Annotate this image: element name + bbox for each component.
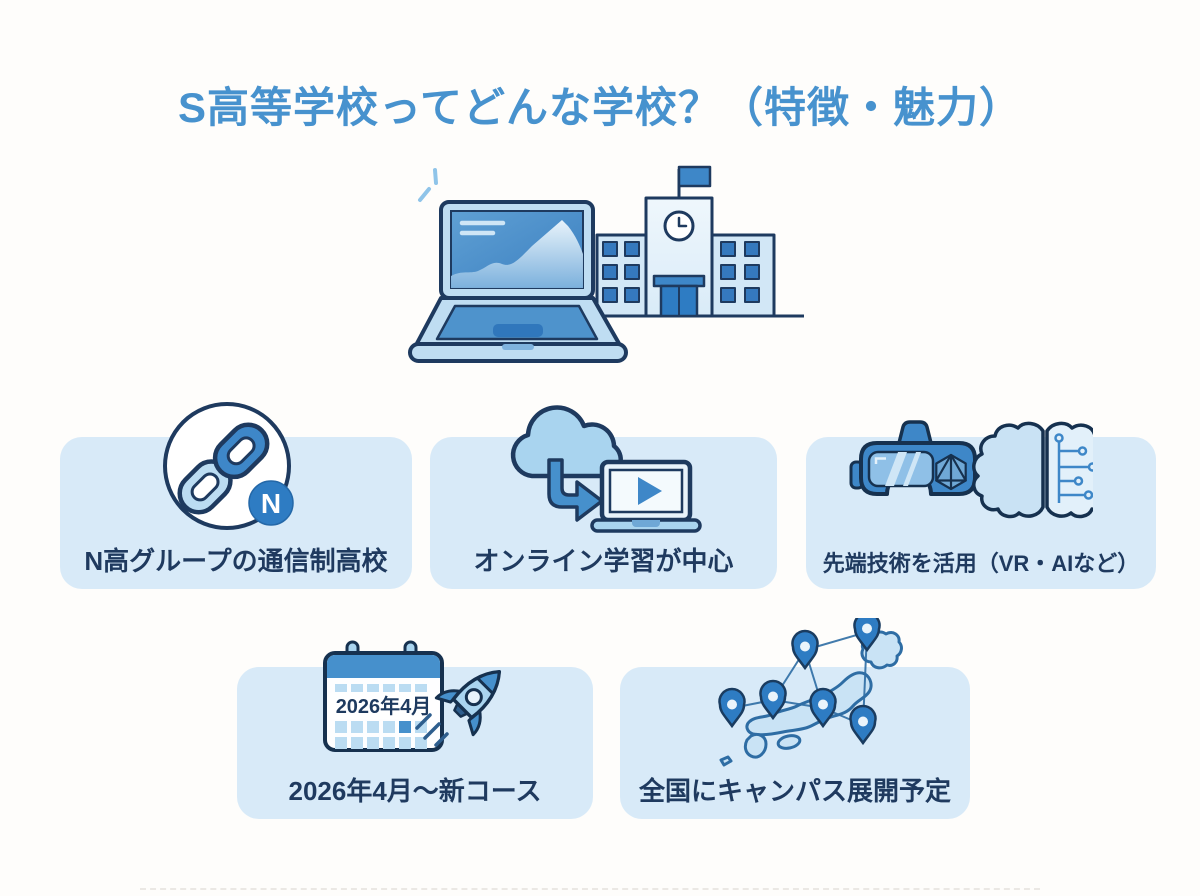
cloud-download-laptop-icon <box>510 405 702 533</box>
japan-map-pins-icon <box>718 618 903 767</box>
cloud-icon <box>510 405 623 479</box>
icosahedron-icon <box>935 453 967 491</box>
calendar-date-label: 2026年4月 <box>336 694 432 718</box>
hero-illustration <box>390 158 810 373</box>
feature-label: オンライン学習が中心 <box>473 546 734 576</box>
vr-headset-icon <box>849 420 987 496</box>
rocket-icon <box>415 669 502 747</box>
page-title: S高等学校ってどんな学校？（特徴・魅力） <box>178 84 1022 131</box>
play-icon <box>638 477 662 505</box>
n-badge-letter: N <box>261 488 281 519</box>
download-arrow-icon <box>547 458 604 522</box>
bottom-dashed-divider <box>140 888 1040 890</box>
ai-brain-icon <box>972 421 1093 519</box>
n-badge: N <box>248 480 294 526</box>
calendar-icon: 2026年4月 <box>323 640 444 752</box>
vr-headset-ai-brain-icon <box>849 420 1093 519</box>
feature-label: 先端技術を活用（VR・AIなど） <box>822 551 1140 576</box>
video-laptop-icon <box>590 459 702 533</box>
sparkle-icon <box>418 168 438 202</box>
japan-map-icon <box>719 630 903 767</box>
laptop-and-school-icon <box>408 165 804 363</box>
feature-label: N高グループの通信制高校 <box>84 546 388 576</box>
chain-link-n-badge-icon: N <box>163 402 294 530</box>
map-pins <box>718 618 881 746</box>
calendar-rocket-icon: 2026年4月 <box>323 640 502 752</box>
laptop-chart-icon <box>408 168 628 363</box>
feature-label: 2026年4月〜新コース <box>288 776 542 806</box>
feature-label: 全国にキャンパス展開予定 <box>638 776 951 806</box>
school-building-icon <box>590 165 804 318</box>
